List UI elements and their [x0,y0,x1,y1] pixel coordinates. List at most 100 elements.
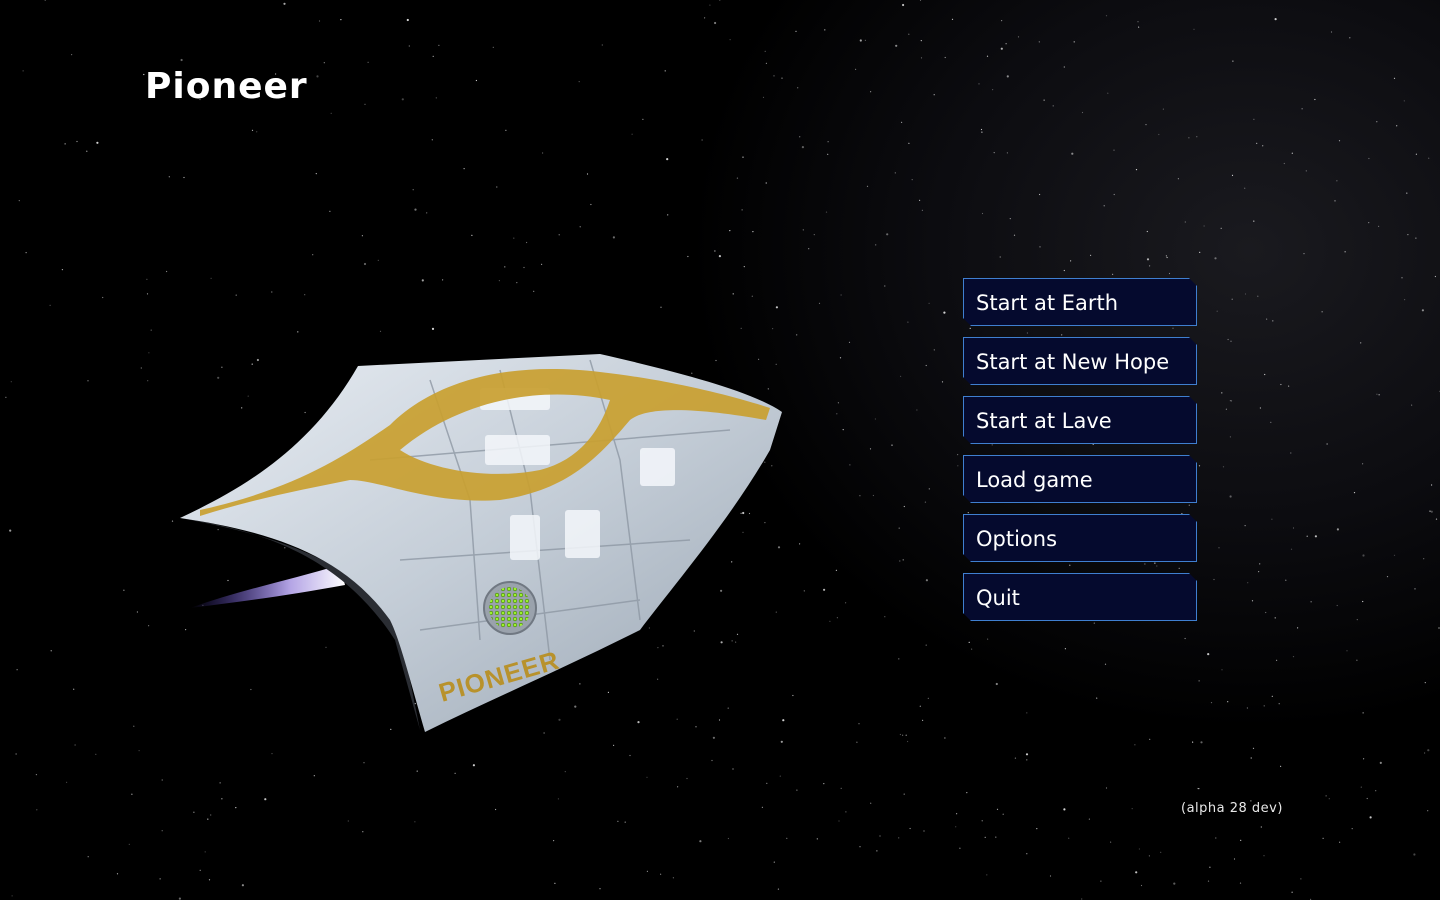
star [1052,105,1054,107]
star [1145,124,1147,126]
star [838,820,840,822]
star [767,388,769,390]
star [1325,795,1327,797]
star [526,241,528,244]
star [15,753,17,755]
star [742,531,744,534]
star [736,633,739,635]
star [505,129,507,131]
star [1297,627,1299,629]
star [1362,463,1364,465]
star [1263,705,1265,707]
star [1156,565,1158,567]
star [1362,554,1365,557]
star [718,255,722,258]
star [859,846,861,848]
start-at-new-hope-button[interactable]: Start at New Hope [963,337,1197,385]
star [1314,535,1317,538]
star [1356,619,1358,621]
star [646,870,649,873]
star [1213,578,1215,581]
star [1244,293,1247,295]
star [1362,712,1364,714]
star [193,811,195,813]
star [199,98,201,101]
star [1036,828,1038,830]
star [1406,192,1408,194]
star [742,511,745,515]
star [558,234,560,236]
star [775,611,777,613]
star [720,641,723,644]
star [971,648,973,650]
star [578,81,580,83]
star [715,359,717,362]
star [454,772,456,774]
star [777,546,781,549]
star [1013,234,1016,236]
star [554,882,556,884]
start-at-earth-button[interactable]: Start at Earth [963,278,1197,326]
star [660,873,662,875]
star [920,57,923,59]
star [1369,816,1372,819]
star [666,158,669,161]
star [1424,752,1426,754]
star [781,77,783,79]
star [901,121,903,123]
star [1038,41,1040,43]
star [496,186,498,188]
star [1270,421,1272,423]
star [513,237,515,239]
star [827,141,829,143]
star [1113,193,1115,196]
star [1005,43,1007,45]
star [758,358,760,360]
star [1276,659,1278,661]
star [1291,152,1293,154]
star [1210,702,1213,704]
star [574,705,577,708]
star [740,512,742,514]
star [944,737,946,739]
star [431,139,433,141]
star [1283,162,1285,165]
star [1026,332,1028,334]
star [736,177,739,179]
star [919,199,921,201]
star [1250,757,1252,759]
star [1149,265,1151,267]
star [1285,579,1287,581]
star [1026,712,1028,714]
start-at-lave-button[interactable]: Start at Lave [963,396,1197,444]
star [968,641,970,644]
star [325,646,327,648]
star [1246,707,1248,709]
star [1112,273,1114,275]
star [898,658,900,660]
star [1216,310,1218,312]
star [1104,663,1107,665]
star [775,363,777,365]
star [773,861,775,863]
star [408,45,410,47]
star [676,718,678,720]
star [1353,492,1356,494]
star [1043,99,1045,101]
star [925,579,929,582]
star [1428,157,1430,159]
star [859,39,862,42]
star [217,529,219,531]
star [884,285,886,287]
star [414,703,416,705]
star [1259,407,1261,409]
star [667,214,669,216]
options-button[interactable]: Options [963,514,1197,562]
quit-button[interactable]: Quit [963,573,1197,621]
star [1093,622,1095,624]
start-at-new-hope-label: Start at New Hope [976,350,1170,374]
star [1229,495,1232,498]
star [492,46,494,48]
star [1349,37,1351,39]
load-game-button[interactable]: Load game [963,455,1197,503]
